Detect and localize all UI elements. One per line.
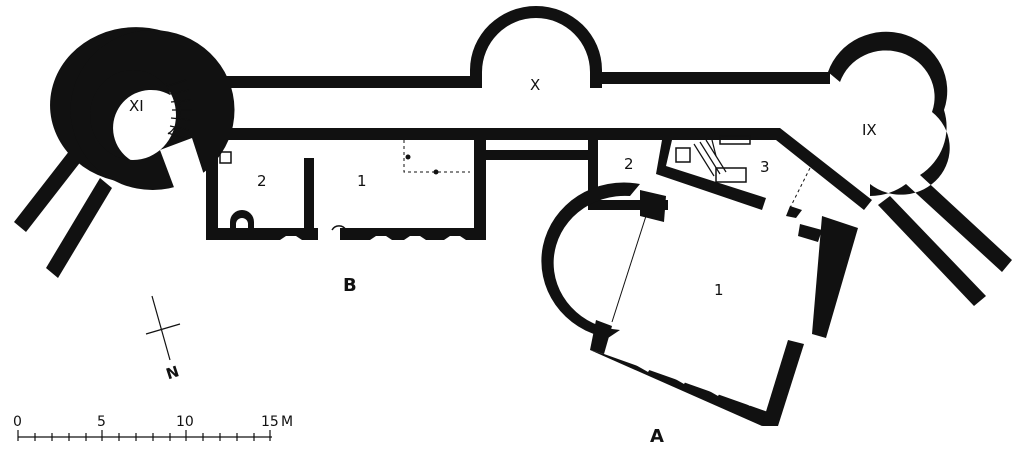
building-a-room-3-walls bbox=[656, 135, 802, 218]
tower-x-wall bbox=[470, 6, 602, 88]
tower-xi-doorway bbox=[160, 138, 205, 190]
building-a-room-3-label: 3 bbox=[760, 158, 770, 176]
building-b-partition bbox=[403, 140, 470, 173]
building-b-niche bbox=[219, 151, 232, 164]
corridor-south-wall-west bbox=[210, 128, 486, 140]
tower-x-label: X bbox=[530, 76, 540, 94]
building-a-windows bbox=[634, 362, 754, 406]
ne-wall-inner bbox=[878, 196, 986, 306]
north-label: N bbox=[164, 362, 182, 383]
building-b-column bbox=[433, 169, 439, 175]
scale-tick-label: 5 bbox=[97, 414, 106, 430]
building-b-room-1-label: 1 bbox=[357, 172, 367, 190]
scale-tick-label: 15 bbox=[261, 414, 279, 430]
scale-tick-label: 10 bbox=[176, 414, 194, 430]
plan-drawing bbox=[14, 6, 1012, 426]
building-a-room-2-walls bbox=[588, 140, 668, 210]
building-b-door-arc bbox=[331, 225, 347, 231]
sw-wall-inner bbox=[46, 178, 112, 278]
tower-xi-label: XI bbox=[129, 97, 144, 115]
building-b-label: B bbox=[343, 275, 357, 296]
link-wall-south bbox=[484, 150, 592, 160]
building-b-column bbox=[405, 154, 411, 160]
building-a-room-1-walls bbox=[541, 182, 858, 426]
building-a-room-3-partition bbox=[789, 167, 811, 209]
scale-unit-label: M bbox=[281, 414, 293, 430]
scale-bar bbox=[17, 430, 272, 441]
sw-wall-outer bbox=[14, 150, 82, 232]
north-arrow: N bbox=[145, 295, 182, 383]
building-a-apse-corner bbox=[562, 236, 574, 250]
building-a-apse-chord bbox=[611, 215, 647, 323]
building-b-windows bbox=[280, 236, 466, 240]
link-wall-north bbox=[486, 128, 594, 140]
corridor-north-wall-west bbox=[210, 76, 472, 88]
building-a-room-1-label: 1 bbox=[714, 281, 724, 299]
building-b-walls bbox=[206, 140, 486, 240]
building-a-room-2-label: 2 bbox=[624, 155, 634, 173]
scale-tick-label: 0 bbox=[13, 414, 22, 430]
tower-ix-wall bbox=[828, 31, 1012, 273]
corridor-south-wall-east bbox=[594, 128, 872, 210]
building-b-room-2-label: 2 bbox=[257, 172, 267, 190]
tower-xi-stair bbox=[165, 79, 192, 140]
corridor-north-wall-east bbox=[598, 72, 830, 84]
building-a-label: A bbox=[650, 426, 664, 447]
tower-ix-label: IX bbox=[862, 121, 877, 139]
